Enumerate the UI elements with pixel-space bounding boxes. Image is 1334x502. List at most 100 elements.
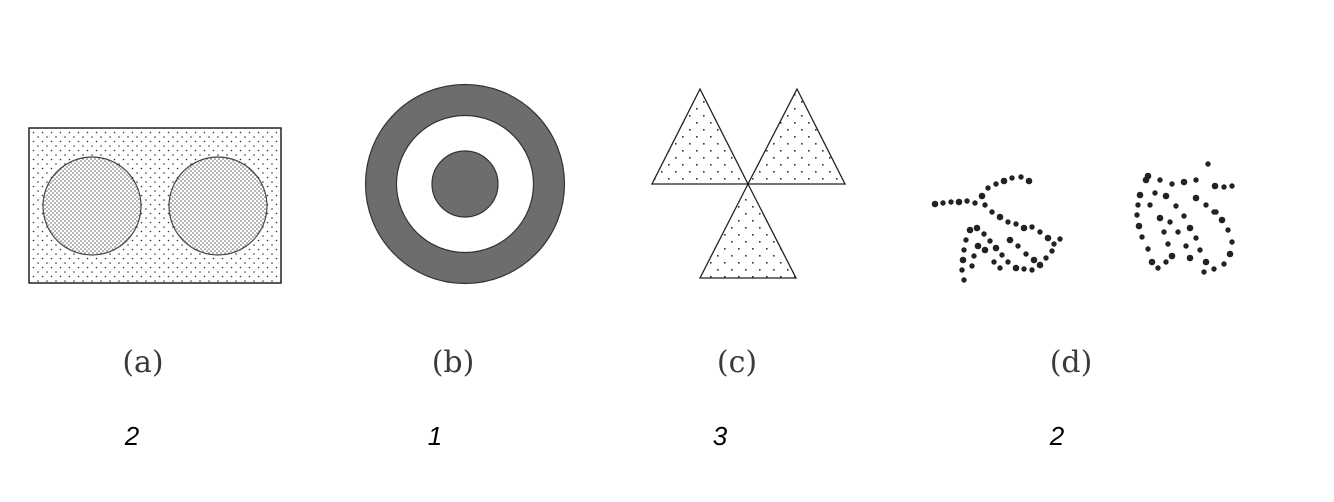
scatter-dot — [1145, 246, 1151, 252]
scatter-dot — [1221, 184, 1227, 190]
count-b: 1 — [428, 421, 442, 451]
scatter-dot — [1006, 236, 1014, 244]
scatter-dot — [1202, 258, 1210, 266]
scatter-dot — [987, 238, 993, 244]
panel-d-cluster-left — [931, 174, 1063, 283]
scatter-dot — [1018, 174, 1024, 180]
scatter-dot — [1221, 261, 1227, 267]
scatter-dot — [959, 256, 967, 264]
scatter-dot — [1043, 255, 1049, 261]
scatter-dot — [1148, 258, 1156, 266]
scatter-dot — [982, 202, 988, 208]
scatter-dot — [1015, 243, 1021, 249]
scatter-dot — [1165, 241, 1171, 247]
scatter-dot — [1162, 192, 1170, 200]
scatter-dot — [1134, 212, 1140, 218]
scatter-dot — [1197, 247, 1203, 253]
scatter-dot — [978, 192, 986, 200]
scatter-dot — [997, 265, 1003, 271]
scatter-dot — [966, 226, 974, 234]
scatter-dot — [955, 198, 963, 206]
scatter-dot — [1136, 191, 1144, 199]
scatter-dot — [1057, 236, 1063, 242]
scatter-dot — [1186, 254, 1194, 262]
scatter-dot — [931, 200, 939, 208]
scatter-dot — [1139, 234, 1145, 240]
scatter-dot — [999, 252, 1005, 258]
scatter-dot — [1161, 229, 1167, 235]
scatter-dot — [1163, 259, 1169, 265]
outer-ring — [365, 84, 565, 284]
count-c: 3 — [713, 421, 728, 451]
scatter-dot — [972, 200, 978, 206]
scatter-dot — [1211, 266, 1217, 272]
scatter-dot — [1029, 224, 1035, 230]
scatter-dot — [1021, 266, 1027, 272]
scatter-dot — [1186, 224, 1194, 232]
scatter-dot — [964, 198, 970, 204]
scatter-dot — [1037, 229, 1043, 235]
scatter-dot — [1168, 252, 1176, 260]
panel-c — [650, 87, 847, 279]
scatter-dot — [961, 277, 967, 283]
scatter-dot — [1023, 251, 1029, 257]
scatter-dot — [981, 246, 989, 254]
scatter-dot — [1051, 241, 1057, 247]
scatter-dot — [1192, 194, 1200, 202]
outer-ring-edge — [364, 83, 566, 285]
triangle-left — [650, 87, 750, 185]
scatter-dot — [1036, 261, 1044, 269]
count-d: 2 — [1049, 421, 1065, 451]
triangle-bottom — [698, 182, 798, 279]
scatter-dot — [1012, 264, 1020, 272]
panel-a — [28, 127, 282, 284]
left-dense-circle — [42, 156, 142, 256]
scatter-dot — [1225, 227, 1231, 233]
scatter-dot — [1226, 250, 1234, 258]
center-disk — [431, 150, 499, 218]
scatter-dot — [974, 242, 982, 250]
scatter-dot — [1142, 176, 1150, 184]
scatter-dot — [1020, 224, 1028, 232]
scatter-dot — [1203, 202, 1209, 208]
scatter-dot — [996, 213, 1004, 221]
scatter-dot — [1000, 177, 1008, 185]
caption-a: (a) — [122, 345, 163, 380]
triangle-right — [746, 87, 847, 185]
scatter-dot — [1229, 183, 1235, 189]
scatter-dot — [1173, 203, 1179, 209]
scatter-dot — [969, 263, 975, 269]
scatter-dot — [1009, 175, 1015, 181]
scatter-dot — [1183, 243, 1189, 249]
scatter-dot — [992, 244, 1000, 252]
scatter-dot — [1193, 177, 1199, 183]
caption-b: (b) — [432, 345, 475, 380]
scatter-dot — [1049, 248, 1055, 254]
scatter-dot — [1156, 214, 1164, 222]
scatter-dot — [1229, 239, 1235, 245]
scatter-dot — [993, 181, 999, 187]
scatter-dot — [1181, 213, 1187, 219]
scatter-dot — [1218, 216, 1226, 224]
inner-ring-edge — [395, 114, 535, 254]
scatter-dot — [1152, 190, 1158, 196]
scatter-dot — [961, 247, 967, 253]
scatter-dot — [1180, 178, 1188, 186]
panel-d-cluster-right — [1134, 161, 1235, 275]
scatter-dot — [1213, 209, 1219, 215]
scatter-dot — [1201, 269, 1207, 275]
scatter-dot — [1013, 221, 1019, 227]
scatter-dot — [1175, 229, 1181, 235]
scatter-dot — [981, 231, 987, 237]
scatter-dot — [1155, 265, 1161, 271]
scatter-dot — [1135, 202, 1141, 208]
caption-d: (d) — [1050, 345, 1093, 380]
scatter-dot — [989, 209, 995, 215]
scatter-dot — [1147, 202, 1153, 208]
scatter-dot — [963, 237, 969, 243]
scatter-dot — [1193, 235, 1199, 241]
scatter-dot — [1005, 259, 1011, 265]
scatter-dot — [991, 259, 997, 265]
scatter-dot — [971, 253, 977, 259]
